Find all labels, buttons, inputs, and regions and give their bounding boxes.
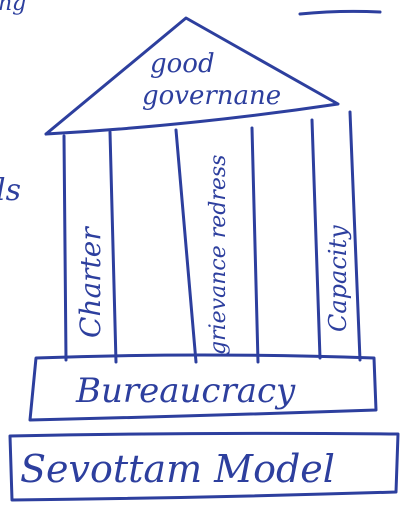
pillar-3-outline: [310, 110, 362, 362]
pillar-2-outline: [174, 126, 260, 364]
roof-label-line2: governane: [142, 81, 281, 111]
top-fragment-text: ng: [0, 0, 26, 16]
pillar-1-label: Charter: [74, 226, 107, 338]
foundation-box: [8, 431, 400, 502]
bureaucracy-box: [28, 353, 378, 422]
pillar-2-label: grievance redress: [206, 155, 231, 355]
top-right-stroke: [298, 9, 382, 16]
pillar-3-label: Capacity: [324, 225, 352, 332]
bureaucracy-label: Bureaucracy: [75, 371, 296, 411]
pillar-1-outline: [62, 130, 118, 364]
roof-label-line1: good: [150, 49, 215, 79]
left-margin-fragment: ls: [0, 173, 21, 208]
foundation-label: Sevottam Model: [20, 447, 335, 491]
roof-triangle: [44, 16, 340, 136]
